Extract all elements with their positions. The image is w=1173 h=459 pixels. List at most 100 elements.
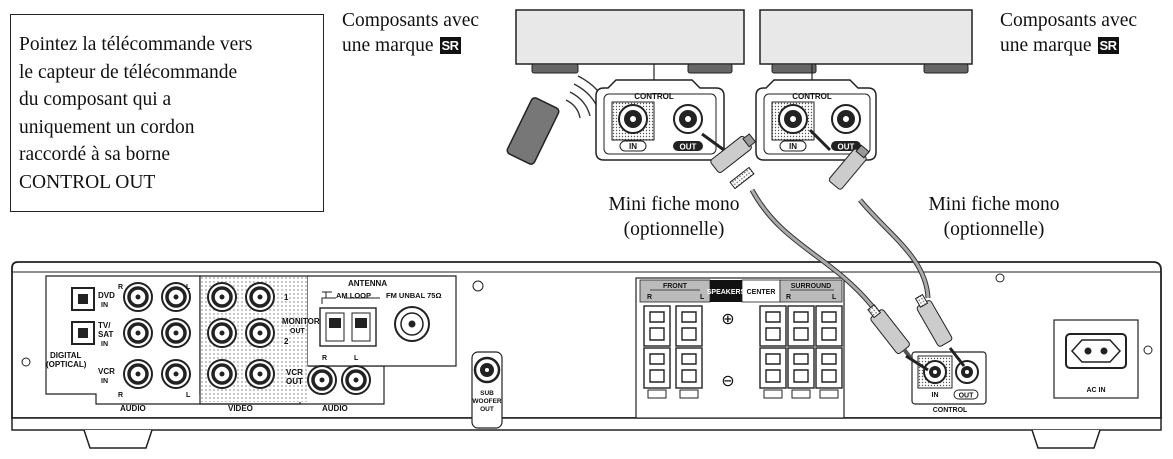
l-label-vcr-out: L [354, 355, 359, 362]
plug-caption-right-line2: (optionnelle) [943, 219, 1045, 240]
receiver-control-panel [911, 351, 987, 405]
monitor-label-1: MONITOR [282, 317, 320, 326]
speaker-terminal [643, 347, 671, 389]
monitor-label-2: OUT [290, 328, 306, 335]
component-out-label-left: OUT [680, 143, 697, 152]
front-label: FRONT [663, 283, 688, 290]
component-in-label-right: IN [789, 142, 797, 151]
rca-jack [123, 318, 153, 348]
l-label-bottom: L [186, 392, 191, 399]
rca-jack [307, 365, 337, 395]
speaker-terminal-base [679, 389, 699, 399]
front-l-label: L [700, 294, 705, 301]
vcr-in-label-2: IN [101, 378, 108, 385]
surround-r-label: R [786, 294, 791, 301]
component-caption-right-line2: une marque SR [1000, 33, 1137, 58]
speaker-terminal [787, 347, 815, 389]
receiver-control-label: CONTROL [933, 407, 968, 414]
digital-label-2: (OPTICAL) [46, 360, 87, 369]
rca-jack [207, 282, 237, 312]
speakers-label: SPEAKERS [707, 289, 746, 296]
component-control-label-right: CONTROL [792, 92, 832, 101]
r-label-bottom: R [118, 392, 123, 399]
ac-in-label: AC IN [1086, 387, 1105, 394]
speaker-terminal-base [647, 389, 667, 399]
sub-label-3: OUT [480, 406, 494, 413]
surround-l-label: L [832, 294, 837, 301]
speaker-terminal [759, 347, 787, 389]
output-2-label: 2 [284, 337, 289, 346]
speaker-terminal [675, 305, 703, 347]
vcr-out-label-2: OUT [286, 377, 303, 386]
speaker-terminal [787, 305, 815, 347]
l-label-top: L [186, 284, 191, 291]
r-label-top: R [118, 284, 123, 291]
plug-caption-left: Mini fiche mono (optionnelle) [583, 192, 765, 242]
plug-caption-right-line1: Mini fiche mono [928, 194, 1060, 215]
rca-jack [161, 318, 191, 348]
fm-label: FM UNBAL 75Ω [386, 291, 441, 300]
speaker-terminal [675, 347, 703, 389]
instruction-line: uniquement un cordon [19, 116, 195, 138]
front-r-label: R [647, 294, 652, 301]
speaker-terminal-base [791, 389, 811, 399]
am-loop-terminal [319, 291, 380, 347]
rca-jack [123, 359, 153, 389]
optical-input-dvd [71, 287, 95, 311]
video-label: VIDEO [228, 404, 253, 413]
caption-text: une marque [1000, 35, 1092, 56]
instruction-line: CONTROL OUT [19, 171, 156, 193]
plus-terminal-symbol: ⊕ [721, 311, 734, 328]
surround-label: SURROUND [791, 283, 831, 290]
vcr-out-label-1: VCR [286, 368, 303, 377]
digital-label-1: DIGITAL [50, 351, 82, 360]
tv-label-3: IN [101, 341, 108, 348]
speaker-terminal [815, 305, 843, 347]
audio-label-left: AUDIO [120, 404, 146, 413]
instruction-line: le capteur de télécommande [19, 61, 238, 83]
remote-control-icon [506, 97, 560, 165]
antenna-label: ANTENNA [348, 279, 387, 288]
plug-caption-left-line2: (optionnelle) [623, 219, 725, 240]
rca-jack [161, 359, 191, 389]
rca-jack [341, 365, 371, 395]
rca-jack [245, 318, 275, 348]
component-caption-right: Composants avec une marque SR [1000, 8, 1137, 58]
dvd-label-2: IN [101, 302, 108, 309]
instruction-line: du composant qui a [19, 89, 172, 110]
component-device-right [759, 9, 973, 74]
center-label: CENTER [747, 289, 776, 296]
rca-jack [245, 282, 275, 312]
ac-inlet [1053, 319, 1139, 399]
audio-label-right: AUDIO [322, 404, 348, 413]
speaker-terminal-base [819, 389, 839, 399]
fm-antenna-jack [394, 306, 430, 342]
instruction-line: raccordé à sa borne [19, 144, 171, 165]
speaker-terminal [815, 347, 843, 389]
rca-jack [207, 318, 237, 348]
am-loop-label: AM LOOP [336, 291, 371, 300]
r-label-vcr-out: R [322, 355, 327, 362]
plug-caption-right: Mini fiche mono (optionnelle) [903, 192, 1085, 242]
component-control-label-left: CONTROL [634, 92, 674, 101]
plug-caption-left-line1: Mini fiche mono [608, 194, 740, 215]
component-caption-right-line1: Composants avec [1000, 10, 1138, 31]
sr-mark-icon: SR [1097, 37, 1119, 54]
minus-terminal-symbol: ⊖ [721, 373, 734, 390]
speaker-terminal-base [763, 389, 783, 399]
caption-text: une marque [342, 35, 434, 56]
component-control-panel-right [755, 64, 877, 161]
subwoofer-out-jack [471, 351, 503, 429]
sr-mark-icon: SR [439, 37, 461, 54]
rca-jack [207, 359, 237, 389]
tv-label-1: TV/ [98, 321, 111, 330]
sub-label-2: WOOFER [472, 398, 502, 405]
vcr-in-label-1: VCR [98, 367, 115, 376]
rca-jack [161, 282, 191, 312]
component-control-panel-left [595, 64, 725, 161]
component-device-left [515, 9, 745, 74]
tv-label-2: SAT [98, 330, 114, 339]
speaker-terminal [759, 305, 787, 347]
